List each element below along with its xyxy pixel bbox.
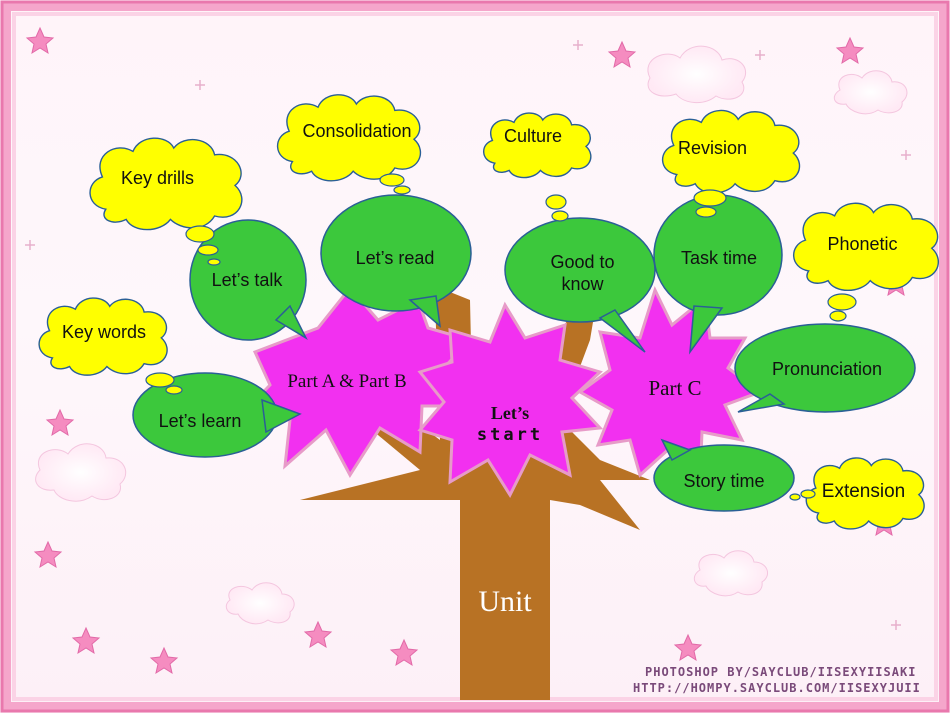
speech-lets-learn-shape [132, 372, 302, 458]
background-clouds [35, 45, 908, 625]
cloud-consolidation-label: Consolidation [302, 121, 412, 141]
speech-lets-learn-label: Let’s learn [158, 411, 242, 431]
speech-story-time-shape [653, 438, 795, 512]
star-center-line1: Let’s [490, 403, 530, 423]
speech-lets-talk-label: Let’s talk [211, 270, 283, 290]
speech-lets-read-label: Let’s read [355, 248, 435, 268]
speech-pronunciation-label: Pronunciation [771, 359, 883, 379]
star-part-c-label: Part C [648, 376, 702, 400]
cloud-key-drills-label: Key drills [120, 168, 195, 188]
trunk-label-unit: Unit [478, 585, 532, 618]
credit-line-2: HTTP://HOMPY.SAYCLUB.COM/IISEXYJUII [633, 681, 921, 695]
star-center-shape [417, 301, 604, 499]
speech-lets-read-shape [320, 194, 472, 328]
star-center-label: Let’s start [470, 403, 550, 445]
cloud-phonetic-label: Phonetic [827, 234, 898, 254]
thought-trails [145, 173, 857, 501]
credit-line-1: PHOTOSHOP BY/SAYCLUB/IISEXYIISAKI [645, 665, 917, 679]
speech-story-time-label: Story time [683, 471, 765, 491]
speech-lets-talk-shape [189, 219, 308, 341]
speech-good-to-know-line1: Good to [550, 252, 615, 272]
speech-good-to-know-line2: know [561, 273, 604, 294]
star-center-line2: start [476, 424, 544, 445]
cloud-key-words-label: Key words [61, 322, 147, 342]
speech-bubbles [132, 194, 916, 512]
cloud-culture-label: Culture [503, 126, 563, 146]
speech-pronunciation-shape [734, 323, 916, 413]
background-crosses [25, 40, 911, 630]
star-part-ab-label: Part A & Part B [287, 371, 407, 392]
speech-good-to-know-label: Good to know [525, 252, 640, 295]
background-sparkles [25, 26, 911, 675]
cloud-revision-label: Revision [677, 138, 748, 158]
speech-task-time-label: Task time [680, 248, 758, 268]
cloud-extension-label: Extension [821, 481, 906, 502]
speech-good-to-know-shape [504, 217, 656, 353]
